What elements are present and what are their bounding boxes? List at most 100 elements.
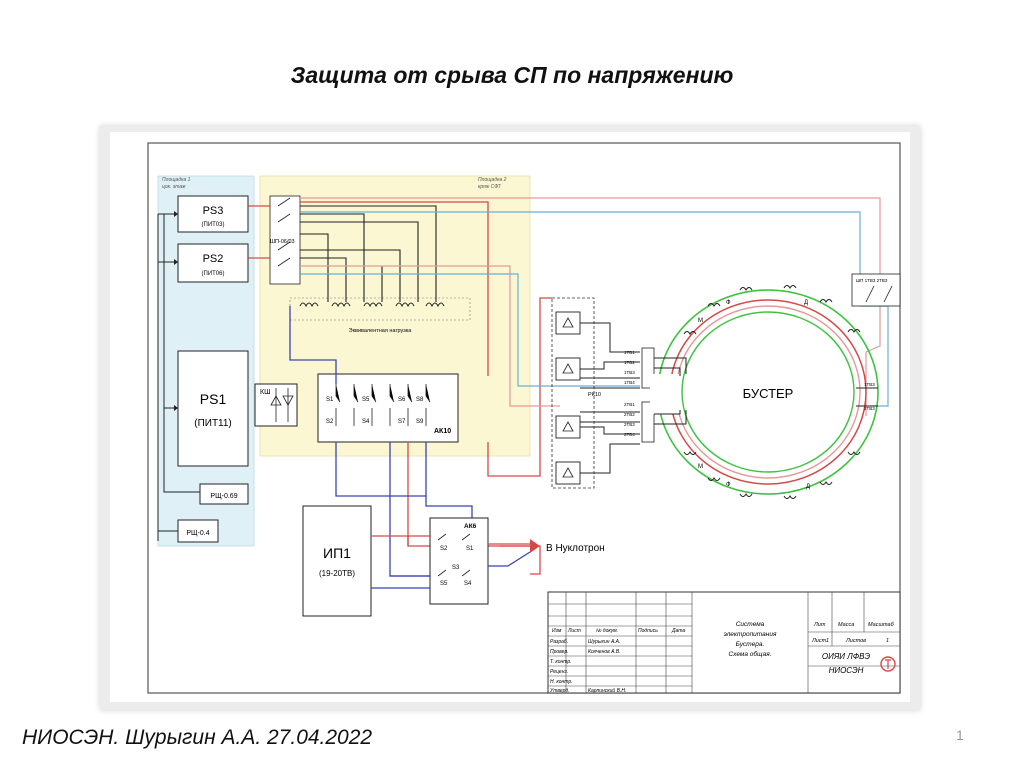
port-label: 2ТВ2 [624,412,635,417]
stamp-name: Шурыгин А.А. [588,639,620,645]
coil-label: Д [806,484,810,490]
stamp-title: Система [736,621,765,628]
ak6-contact: S4 [464,581,472,587]
shp-right-box [851,273,901,307]
stamp-name: Карпинский В.Н. [588,687,626,694]
right-port-label: 2ТВ3 [864,406,875,411]
stamp-role: Реценз. [550,669,568,675]
stamp-title: Схема общая. [728,650,771,658]
booster-label: БУСТЕР [743,386,794,401]
stamp-header: Подпись [638,628,658,634]
ak10-contact: S9 [416,419,424,425]
stamp-name: Колченов А.В. [588,649,621,655]
port-label: 2ТВ1 [624,402,635,407]
ak10-contact: S6 [398,397,406,403]
ak10-contact: S1 [326,397,334,403]
ak6-contact: S2 [440,546,448,552]
coil-label: Д [804,300,808,306]
ip1-box [302,505,372,617]
ak10-contact: S5 [362,397,370,403]
ip1-name: ИП1 [323,545,351,561]
stamp-role: Утверд. [550,688,570,694]
stamp-role: Провер. [550,649,569,655]
ak6-contact: S3 [452,565,460,571]
ps2-sub: (ПИТ06) [202,271,225,277]
pink-wire [300,197,881,416]
ak10-contact: S2 [326,419,334,425]
stamp-title: электропитания [724,631,777,638]
zone2-label: Площадка 2 [478,177,507,183]
stamp-role: Н. контр. [550,679,573,685]
stamp-massa: Масса [838,622,854,628]
ak6-label: АК6 [464,523,477,530]
title-block [547,591,901,694]
stamp-list-label: Лист [811,638,827,644]
ps3-box [177,195,249,233]
ps3-name: PS3 [203,205,224,217]
page-number: 1 [956,727,964,743]
port-label: 2ТВ3 [624,422,635,427]
zone2-area [259,175,531,457]
ak10-contact: S4 [362,419,370,425]
stamp-role: Разраб. [550,639,568,645]
stamp-listov-value: 1 [886,638,889,644]
rsch04-label: РЩ-0.4 [186,530,209,537]
ps2-name: PS2 [203,253,224,265]
rsch069-label: РЩ-0.69 [210,493,237,500]
ps1-box [177,350,249,467]
stamp-header: Дата [671,628,685,634]
thyristor-module [555,311,581,485]
rk10-label: РК10 [588,392,601,398]
port-label: 1ТВ3 [624,370,635,375]
shp-right-label: ШП 1ТВ3 2ТВ3 [856,278,888,283]
shp-label: ШП-06/03 [270,239,295,245]
ps3-sub: (ПИТ03) [202,222,225,228]
footer-author: НИОСЭН. Шурыгин А.А. 27.04.2022 [22,726,373,749]
stamp-header: Лист [567,628,581,634]
zone2-sublabel: кряж СФТ [478,184,502,190]
ak6-contact: S5 [440,581,448,587]
ps1-sub: (ПИТ11) [194,418,232,429]
port-label: 1ТВ4 [624,380,635,385]
ring-gap [650,374,680,414]
stamp-listov-label: Листов [845,638,866,644]
coil-icon [683,285,861,499]
stamp-title: Бустера. [736,641,765,648]
slide-title: Защита от срыва СП по напряжению [290,62,734,88]
coil-label: М [698,318,703,324]
stamp-lit: Лит [813,622,826,628]
ak6-box [429,517,489,605]
rk10-block [551,297,595,489]
stamp-org: ОИЯИ ЛФВЭ [822,652,871,661]
inductor-icon [299,302,445,308]
shp-switch [269,195,301,285]
stamp-role: Т. контр. [550,659,572,665]
right-port-label: 1ТВ3 [864,382,875,387]
zone1-sublabel: цок. этаж [162,184,186,190]
stamp-list-value: 1 [826,638,829,644]
zone1-label: Площадка 1 [162,177,191,183]
ak10-box [317,373,459,443]
coil-label: М [698,464,703,470]
coil-label: Ф [726,300,731,306]
ps1-name: PS1 [200,391,227,407]
coil-label: Ф [726,482,731,488]
ip1-sub: (19-20ТВ) [319,569,355,578]
institute-logo-icon [880,656,896,672]
arrow-icon [530,539,540,553]
stamp-header: № докум. [596,628,618,634]
stamp-org: НИОСЭН [829,666,864,675]
ps2-box [177,243,249,283]
stamp-header: Изм [552,628,562,634]
ak10-contact: S7 [398,419,406,425]
scheme-drawing: Площадка 1 цок. этаж Площадка 2 кряж СФТ… [100,126,920,710]
ak6-contact: S1 [466,546,474,552]
nuclotron-label: В Нуклотрон [546,543,605,554]
load-label: Эквивалентная нагрузка [349,328,413,334]
ak10-contact: S8 [416,397,424,403]
rsch069-box [199,483,249,505]
stamp-masshtab: Масштаб [868,622,895,628]
ak10-label: АК10 [434,428,451,435]
drawing-border [147,142,901,694]
circuit-diagram: Площадка 1 цок. этаж Площадка 2 кряж СФТ… [110,132,910,702]
